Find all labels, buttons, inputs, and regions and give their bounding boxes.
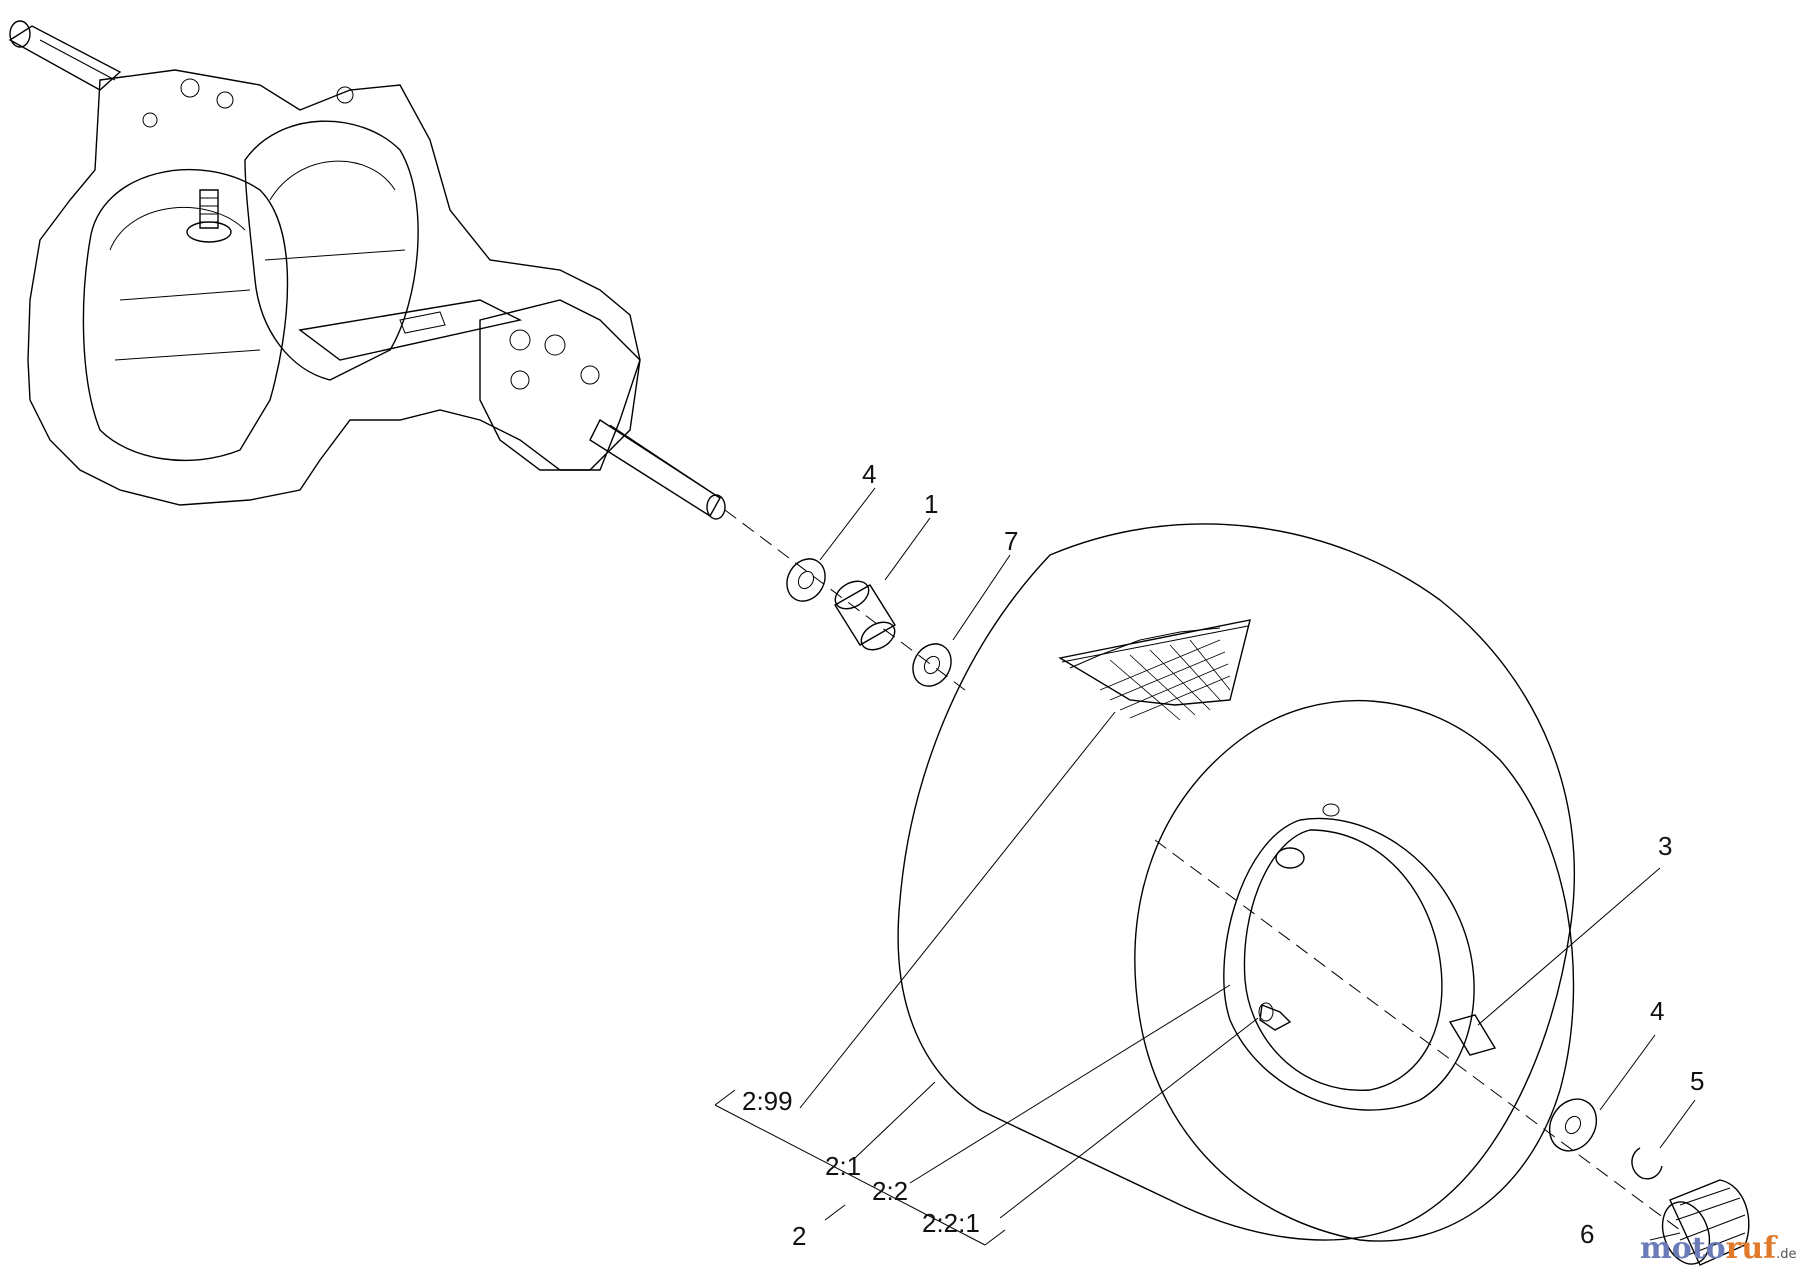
washer-part-4 [786,558,826,602]
wheel-assembly [897,523,1576,1242]
callout-labels: 4 1 7 3 4 5 6 2:99 2:1 2:2 2:2:1 2 [742,459,1704,1251]
spacer-part-1 [834,580,896,651]
retaining-ring-part-5 [1631,1147,1663,1180]
leader-lines [714,487,1696,1246]
callout-1: 1 [924,489,938,519]
callout-2-2-1: 2:2:1 [922,1208,980,1238]
washer-part-4-bottom [1548,1098,1598,1152]
watermark-suffix: .de [1776,1247,1796,1262]
callout-5: 5 [1690,1066,1704,1096]
callout-2-2: 2:2 [872,1176,908,1206]
callout-6: 6 [1580,1219,1594,1249]
hub-cap-part-6 [1661,1179,1750,1266]
key-part-3 [1448,1014,1497,1056]
transaxle-assembly [8,20,726,520]
callout-2-1: 2:1 [825,1151,861,1181]
watermark-part-1: moto [1640,1231,1726,1266]
callout-7: 7 [1004,526,1018,556]
axle-centerline [724,509,1681,1231]
watermark-logo: motoruf.de [1640,1231,1797,1266]
svg-text:motoruf.de: motoruf.de [1640,1231,1797,1266]
callout-3: 3 [1658,831,1672,861]
callout-4-bottom: 4 [1650,996,1664,1026]
watermark-part-2: ruf [1726,1231,1779,1266]
callout-2-99: 2:99 [742,1086,793,1116]
washer-part-7 [912,643,952,687]
callout-4-top: 4 [862,459,876,489]
callout-2: 2 [792,1221,806,1251]
